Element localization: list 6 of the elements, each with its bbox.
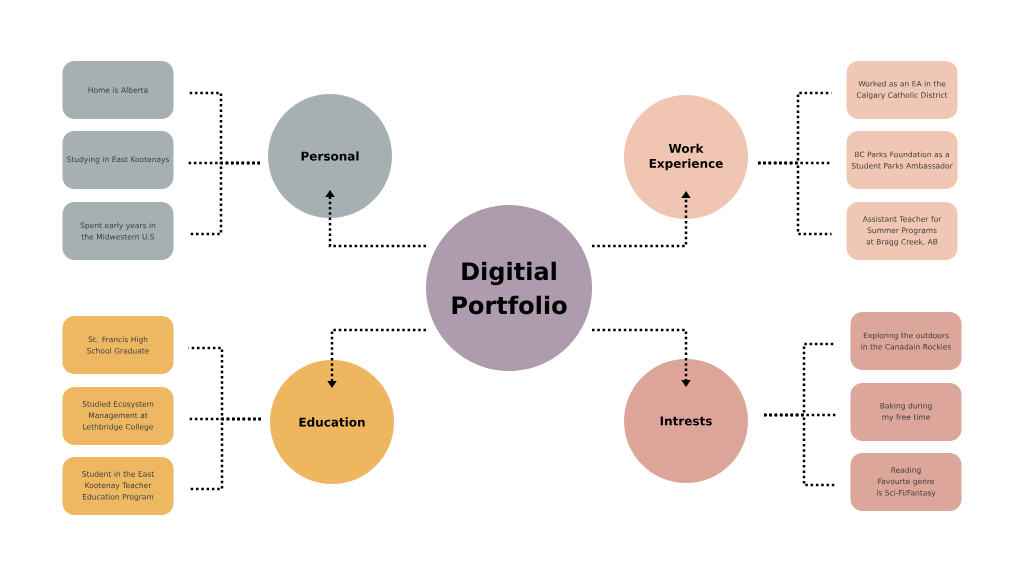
dotted-arrow [592, 328, 691, 387]
dotted-connector [764, 413, 836, 487]
dotted-arrow [325, 190, 426, 248]
dotted-connector [758, 161, 832, 236]
dotted-connector [188, 161, 260, 236]
dotted-connector [188, 417, 261, 491]
